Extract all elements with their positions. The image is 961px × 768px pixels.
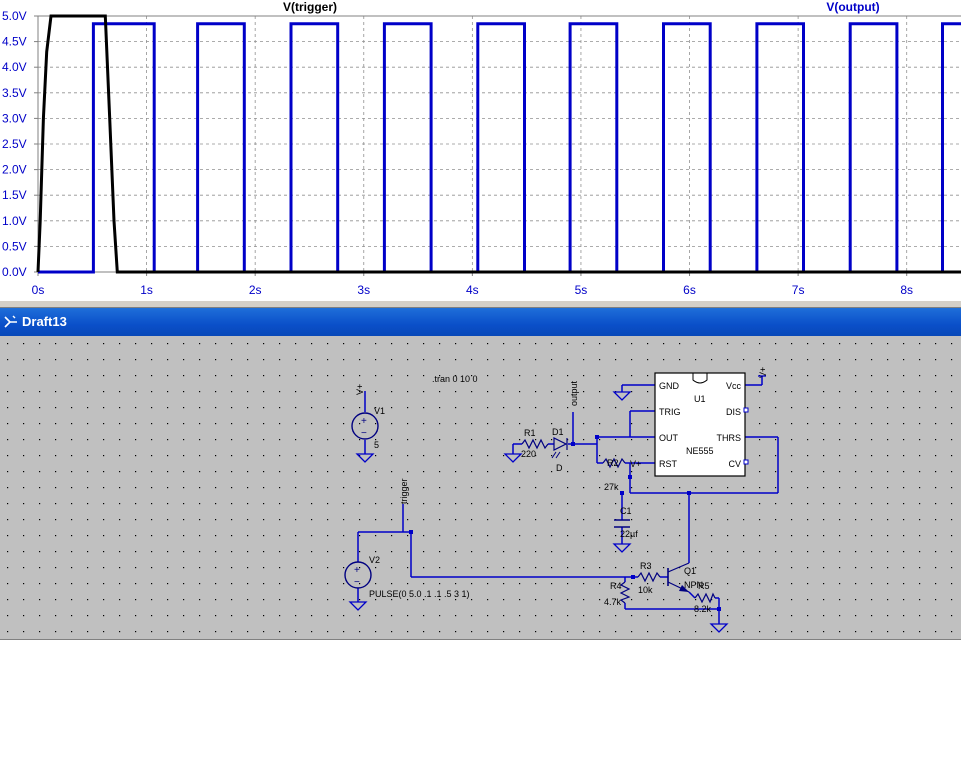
y-tick-label: 0.0V <box>2 265 27 279</box>
d1-diode[interactable]: D1 D <box>551 427 568 473</box>
pane-splitter[interactable] <box>0 300 961 308</box>
vplus-tap-label: V+ <box>630 459 641 469</box>
v2-voltage-source[interactable]: + − V2 PULSE(0 5.0 .1 .1 .5 3 1) <box>344 555 470 599</box>
trace-label-trigger[interactable]: V(trigger) <box>283 0 337 14</box>
waveform-plot[interactable]: 0s 1s 2s 3s 4s 5s 6s 7s 8s 0.0V 0.5V 1.0V 1.5V 2.0V 2.… <box>0 0 961 300</box>
v1-net-label: V+ <box>355 384 365 395</box>
u1-part: NE555 <box>686 446 714 456</box>
waveform-pane[interactable]: 0s 1s 2s 3s 4s 5s 6s 7s 8s 0.0V 0.5V 1.0V 1.5V 2.0V 2.… <box>0 0 961 300</box>
plot-series <box>36 14 961 274</box>
v1-value: 5 <box>374 440 379 450</box>
r1-value: 220 <box>521 449 536 459</box>
y-tick-label: 1.0V <box>2 214 27 228</box>
r5-resistor[interactable]: R5 8.2k <box>694 581 716 614</box>
v1-name: V1 <box>374 406 385 416</box>
r5-value: 8.2k <box>694 604 712 614</box>
u1-pin-vcc: Vcc <box>726 381 742 391</box>
schematic-wires <box>357 376 779 624</box>
x-tick-label: 2s <box>249 283 262 297</box>
y-tick-label: 3.5V <box>2 86 27 100</box>
r3-value: 10k <box>638 585 653 595</box>
u1-name: U1 <box>694 394 706 404</box>
y-tick-label: 2.0V <box>2 163 27 177</box>
vcc-net-label: V+ <box>758 367 768 378</box>
u1-pin-out: OUT <box>659 433 679 443</box>
q1-name: Q1 <box>684 566 696 576</box>
d1-model: D <box>556 463 563 473</box>
r3-resistor[interactable]: R3 10k <box>637 561 661 595</box>
sim-directive[interactable]: .tran 0 10 0 <box>432 374 478 384</box>
c1-value: 22µf <box>620 529 638 539</box>
x-tick-label: 6s <box>683 283 696 297</box>
v1-voltage-source[interactable]: + − V+ V1 5 <box>351 384 385 450</box>
ground-symbols <box>348 391 729 633</box>
trace-label-output[interactable]: V(output) <box>826 0 879 14</box>
schematic-grid <box>0 336 961 640</box>
d1-name: D1 <box>552 427 564 437</box>
r1-name: R1 <box>524 428 536 438</box>
schematic-title-bar[interactable]: Draft13 <box>0 308 961 336</box>
y-tick-label: 0.5V <box>2 239 27 253</box>
r4-resistor[interactable]: R4 4.7k <box>604 581 631 607</box>
r4-name: R4 <box>610 581 622 591</box>
schematic-canvas[interactable]: + − V+ V1 5 + − V2 PULSE(0 5.0 .1 .1 .5 … <box>0 336 961 640</box>
y-tick-label: 2.5V <box>2 137 27 151</box>
svg-text:−: − <box>361 428 367 439</box>
y-tick-label: 5.0V <box>2 9 27 23</box>
v2-name: V2 <box>369 555 380 565</box>
empty-workspace <box>0 640 961 768</box>
q1-npn-transistor[interactable]: Q1 NPN <box>667 562 703 593</box>
r5-name: R5 <box>698 581 710 591</box>
x-tick-label: 4s <box>466 283 479 297</box>
u1-pin-rst: RST <box>659 459 678 469</box>
c1-name: C1 <box>620 506 632 516</box>
cv-pin-terminal <box>743 459 749 465</box>
r2-name: R2 <box>607 458 619 468</box>
u1-pin-gnd: GND <box>659 381 680 391</box>
y-tick-label: 4.5V <box>2 35 27 49</box>
ltspice-schematic-icon <box>4 315 17 328</box>
series-line-voutput <box>38 22 961 274</box>
x-tick-label: 8s <box>900 283 913 297</box>
u1-pin-trig: TRIG <box>659 407 681 417</box>
dis-pin-terminal <box>743 407 749 413</box>
x-tick-label: 1s <box>140 283 153 297</box>
window-title: Draft13 <box>22 314 67 329</box>
u1-pin-thrs: THRS <box>717 433 742 443</box>
v2-pulse-spec: PULSE(0 5.0 .1 .1 .5 3 1) <box>369 589 470 599</box>
u1-ne555[interactable]: GND Vcc U1 TRIG DIS OUT THRS NE555 RST C… <box>654 372 749 477</box>
u1-pin-cv: CV <box>728 459 741 469</box>
series-line-vtrigger <box>36 14 961 274</box>
trigger-net-label[interactable]: trigger <box>399 478 409 504</box>
c1-capacitor[interactable]: C1 22µf <box>614 506 638 539</box>
u1-pin-dis: DIS <box>726 407 741 417</box>
wire-junctions <box>409 435 721 611</box>
y-tick-label: 3.0V <box>2 111 27 125</box>
plot-axes: 0s 1s 2s 3s 4s 5s 6s 7s 8s 0.0V 0.5V 1.0V 1.5V 2.0V 2.… <box>2 9 961 297</box>
r1-resistor[interactable]: R1 220 <box>521 428 549 459</box>
x-tick-label: 3s <box>357 283 370 297</box>
svg-text:−: − <box>354 577 360 588</box>
x-tick-label: 7s <box>792 283 805 297</box>
r2-resistor[interactable]: R2 27k <box>602 457 626 492</box>
r4-value: 4.7k <box>604 597 622 607</box>
r3-name: R3 <box>640 561 652 571</box>
schematic-drawing[interactable]: + − V+ V1 5 + − V2 PULSE(0 5.0 .1 .1 .5 … <box>0 336 961 640</box>
svg-text:+: + <box>354 565 360 576</box>
output-net-label[interactable]: output <box>569 380 579 406</box>
svg-text:+: + <box>361 416 367 427</box>
x-tick-label: 0s <box>32 283 45 297</box>
x-tick-label: 5s <box>575 283 588 297</box>
q1-model: NPN <box>684 580 703 590</box>
r2-value: 27k <box>604 482 619 492</box>
y-tick-label: 4.0V <box>2 60 27 74</box>
y-tick-label: 1.5V <box>2 188 27 202</box>
plot-grid <box>38 16 961 272</box>
